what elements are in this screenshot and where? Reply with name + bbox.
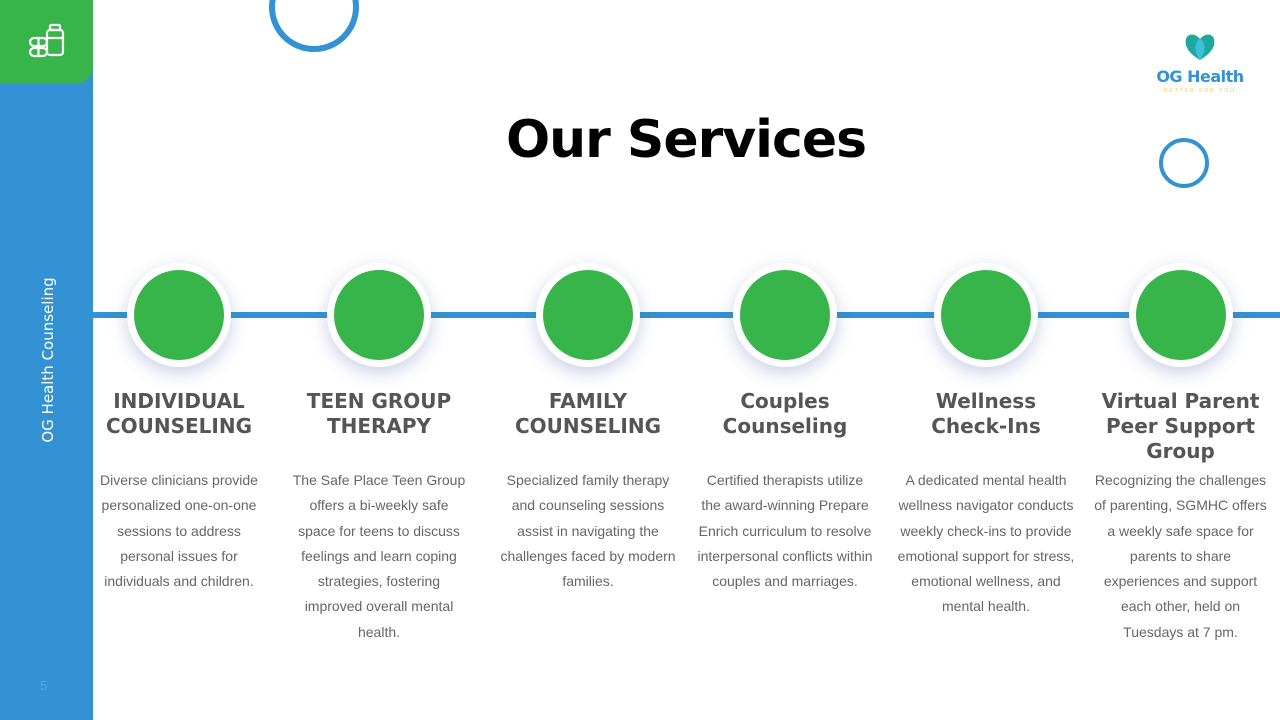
service-marker <box>536 263 640 367</box>
service-marker <box>327 263 431 367</box>
service-marker-dot <box>740 270 830 360</box>
sidebar-label: OG Health Counseling <box>39 277 57 443</box>
service-title: TEEN GROUP THERAPY <box>306 389 452 438</box>
service-title: Virtual Parent Peer Support Group <box>1101 389 1260 463</box>
decorative-ring-top <box>269 0 359 52</box>
service-description: Specialized family therapy and counselin… <box>500 472 676 590</box>
service-description: Diverse clinicians provide personalized … <box>100 472 258 590</box>
pills-icon <box>28 23 64 58</box>
sidebar: OG Health Counseling 5 <box>0 0 93 720</box>
page-number: 5 <box>40 678 48 693</box>
service-virtual-parent-peer-support-group: Virtual Parent Peer Support Group Recogn… <box>1088 263 1273 640</box>
brand-logo: OG Health BETTER FOR YOU <box>1150 30 1250 94</box>
page-title: Our Services <box>505 110 867 170</box>
service-marker <box>1128 263 1233 367</box>
service-marker-dot <box>334 270 424 360</box>
service-marker-dot <box>134 270 224 360</box>
service-wellness-check-ins: Wellness Check-Ins A dedicated mental he… <box>891 263 1081 614</box>
service-couples-counseling: Couples Counseling Certified therapists … <box>690 263 880 589</box>
service-description: The Safe Place Teen Group offers a bi-we… <box>292 472 466 640</box>
decorative-ring-right <box>1159 138 1209 188</box>
timeline-line <box>93 312 1280 318</box>
service-marker <box>127 263 231 367</box>
service-marker-dot <box>543 270 633 360</box>
service-description: A dedicated mental health wellness navig… <box>897 472 1075 615</box>
logo-tile <box>0 0 93 84</box>
service-title: Wellness Check-Ins <box>931 389 1041 438</box>
service-title: FAMILY COUNSELING <box>514 389 662 438</box>
service-title: Couples Counseling <box>722 389 848 438</box>
heart-leaf-icon <box>1185 34 1215 60</box>
brand-name: OG Health <box>1156 67 1244 86</box>
service-description: Certified therapists utilize the award-w… <box>697 472 873 590</box>
service-individual-counseling: INDIVIDUAL COUNSELING Diverse clinicians… <box>84 263 274 589</box>
service-marker-dot <box>1135 270 1226 360</box>
service-teen-group-therapy: TEEN GROUP THERAPY The Safe Place Teen G… <box>284 263 474 640</box>
brand-tagline: BETTER FOR YOU <box>1164 88 1236 94</box>
service-family-counseling: FAMILY COUNSELING Specialized family the… <box>493 263 683 589</box>
service-marker <box>733 263 837 367</box>
service-marker-dot <box>941 270 1031 360</box>
service-description: Recognizing the challenges of parenting,… <box>1094 472 1267 640</box>
service-title: INDIVIDUAL COUNSELING <box>105 389 253 438</box>
service-marker <box>934 263 1038 367</box>
